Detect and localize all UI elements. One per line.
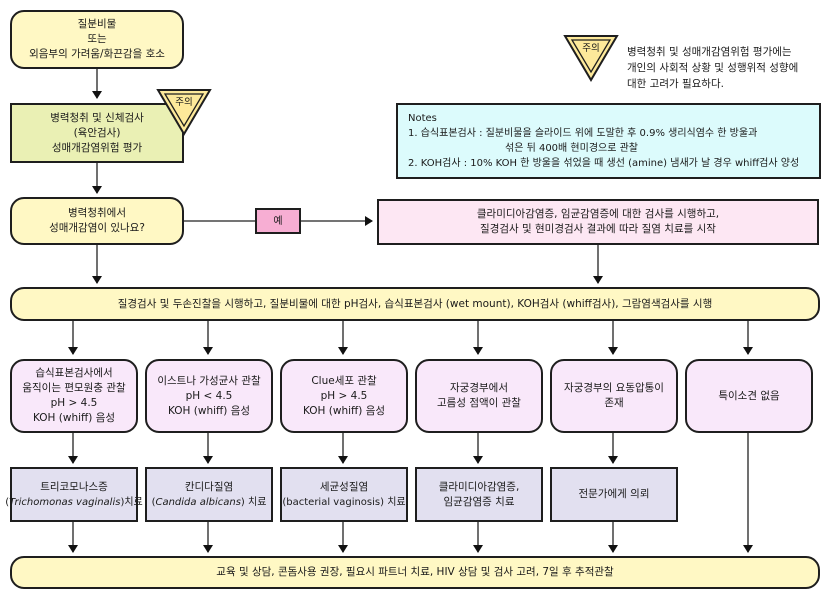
treatment-box-referral: 전문가에게 의뢰 [550, 467, 678, 522]
treatment-3-detail: (bacterial vaginosis) 치료 [282, 496, 406, 508]
yes-text: 예 [273, 215, 283, 227]
finding-3-line-2: pH > 4.5 [320, 389, 368, 402]
finding-box-clue-cell: Clue세포 관찰 pH > 4.5 KOH (whiff) 음성 [280, 359, 408, 433]
notes-box: Notes 1. 습식표본검사 : 질분비물을 슬라이드 위에 도말한 후 0.… [396, 103, 821, 179]
treatment-2-species: Candida albicans [155, 496, 241, 508]
treatment-2-title: 칸디다질염 [184, 480, 234, 493]
treatment-1-title: 트리코모나스증 [40, 480, 108, 493]
finding-1-line-4: KOH (whiff) 음성 [32, 412, 116, 424]
treatment-box-trichomoniasis: 트리코모나스증 (Trichomonas vaginalis)치료 [5, 467, 143, 522]
treatment-4-detail: 임균감염증 치료 [443, 495, 515, 508]
question-line-2: 성매개감염이 있나요? [49, 222, 145, 234]
finding-1-line-1: 습식표본검사에서 [35, 367, 113, 379]
treatment-3-title: 세균성질염 [319, 480, 369, 493]
caution-note-line-2: 개인의 사회적 상황 및 성행위적 성향에 [627, 62, 799, 74]
sti-test-box: 클라미디아감염증, 임균감염증에 대한 검사를 시행하고, 질경검사 및 현미경… [377, 199, 819, 245]
finding-4-line-1: 자궁경부에서 [450, 382, 508, 394]
caution-note-badge-label: 주의 [582, 43, 600, 54]
question-sti-history-box: 병력청취에서 성매개감염이 있나요? [10, 197, 184, 245]
history-line-3: 성매개감염위험 평가 [51, 141, 143, 154]
treatment-2-prefix: ( [151, 496, 156, 508]
treatment-4-title: 클라미디아감염증, [438, 480, 520, 493]
exam-text: 질경검사 및 두손진찰을 시행하고, 질분비물에 대한 pH검사, 습식표본검사… [117, 297, 713, 310]
start-box-symptoms: 질분비물 또는 외음부의 가려움/화끈감을 호소 [10, 10, 184, 69]
treatment-1-suffix: )치료 [120, 496, 143, 508]
treatment-box-chlamydia-gonorrhea: 클라미디아감염증, 임균감염증 치료 [415, 467, 543, 522]
start-line-2: 또는 [87, 33, 107, 45]
finding-box-cervical-motion-tenderness: 자궁경부의 요동압통이 존재 [550, 359, 678, 433]
treatment-2-detail: (Candida albicans) 치료 [152, 495, 267, 510]
treatment-5-title: 전문가에게 의뢰 [578, 488, 650, 500]
treatment-1-detail: (Trichomonas vaginalis)치료 [5, 495, 143, 510]
treatment-1-prefix: ( [5, 496, 10, 508]
notes-item-1-cont: 섞은 뒤 400배 현미경으로 관찰 [505, 143, 639, 154]
finding-2-line-3: KOH (whiff) 음성 [167, 404, 251, 417]
treatment-box-bacterial-vaginosis: 세균성질염 (bacterial vaginosis) 치료 [280, 467, 408, 522]
caution-note-text: 병력청취 및 성매개감염위험 평가에는 개인의 사회적 상황 및 성행위적 성향… [627, 44, 798, 92]
finding-box-trichomonas: 습식표본검사에서 움직이는 편모원충 관찰 pH > 4.5 KOH (whif… [10, 359, 138, 433]
finding-2-line-1: 이스트나 가성균사 관찰 [157, 374, 261, 387]
exam-box: 질경검사 및 두손진찰을 시행하고, 질분비물에 대한 pH검사, 습식표본검사… [10, 287, 820, 321]
caution-note-line-1: 병력청취 및 성매개감염위험 평가에는 [627, 46, 792, 58]
notes-item-1: 1. 습식표본검사 : 질분비물을 슬라이드 위에 도말한 후 0.9% 생리식… [408, 128, 758, 139]
finding-box-cervix-mucopus: 자궁경부에서 고름성 점액이 관찰 [415, 359, 543, 433]
finding-5-line-2: 존재 [604, 397, 624, 409]
caution-note-triangle-icon [563, 35, 619, 82]
finding-1-line-3: pH > 4.5 [50, 397, 98, 409]
history-exam-box: 병력청취 및 신체검사 (육안검사) 성매개감염위험 평가 [10, 103, 184, 163]
sti-line-1: 클라미디아감염증, 임균감염증에 대한 검사를 시행하고, [476, 208, 720, 220]
sti-line-2: 질경검사 및 현미경검사 결과에 따라 질염 치료를 시작 [480, 223, 716, 235]
caution-triangle-icon [156, 89, 212, 136]
treatment-2-suffix: ) 치료 [240, 496, 267, 508]
history-line-2: (육안검사) [73, 126, 121, 139]
finding-2-line-2: pH < 4.5 [185, 389, 233, 402]
finding-box-candida: 이스트나 가성균사 관찰 pH < 4.5 KOH (whiff) 음성 [145, 359, 273, 433]
finding-1-line-2: 움직이는 편모원충 관찰 [22, 382, 126, 394]
history-line-1: 병력청취 및 신체검사 [50, 111, 144, 124]
finding-3-line-1: Clue세포 관찰 [311, 374, 377, 387]
notes-title: Notes [408, 113, 437, 124]
yes-branch-label: 예 [255, 208, 301, 234]
question-line-1: 병력청취에서 [68, 207, 126, 219]
final-text: 교육 및 상담, 콘돔사용 권장, 필요시 파트너 치료, HIV 상담 및 검… [216, 566, 614, 578]
treatment-box-candidiasis: 칸디다질염 (Candida albicans) 치료 [145, 467, 273, 522]
start-line-3: 외음부의 가려움/화끈감을 호소 [29, 48, 165, 60]
caution-note-line-3: 대한 고려가 필요하다. [627, 78, 724, 90]
finding-4-line-2: 고름성 점액이 관찰 [437, 397, 521, 409]
finding-box-no-findings: 특이소견 없음 [685, 359, 813, 433]
finding-5-line-1: 자궁경부의 요동압통이 [564, 382, 664, 394]
finding-3-line-3: KOH (whiff) 음성 [302, 404, 386, 417]
treatment-1-species: Trichomonas vaginalis [9, 496, 121, 508]
notes-item-2: 2. KOH검사 : 10% KOH 한 방울을 섞었을 때 생선 (amine… [408, 158, 800, 169]
start-line-1: 질분비물 [77, 18, 117, 30]
finding-6-line-1: 특이소견 없음 [718, 389, 780, 402]
final-followup-box: 교육 및 상담, 콘돔사용 권장, 필요시 파트너 치료, HIV 상담 및 검… [10, 556, 820, 589]
caution-badge-label: 주의 [175, 97, 193, 108]
